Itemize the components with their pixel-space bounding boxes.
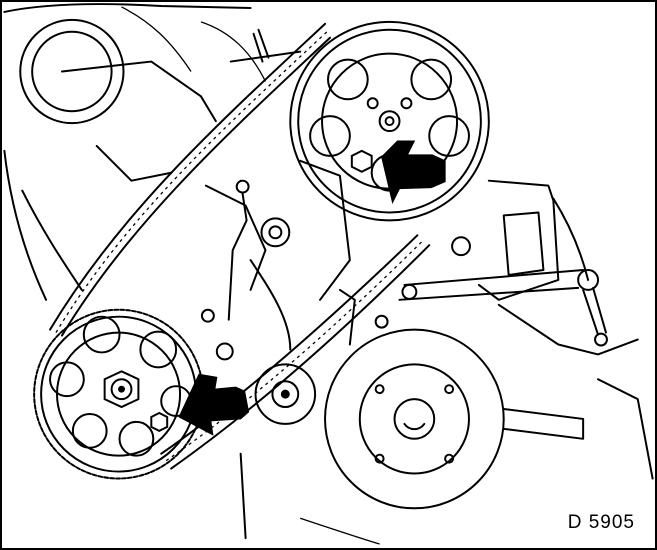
timing-belt: [49, 22, 431, 470]
figure-reference-code: D 5905: [565, 512, 637, 534]
crankshaft-pulley: [324, 288, 585, 510]
pump-sprocket: [33, 308, 204, 480]
arrow-left-down-icon: [178, 373, 250, 436]
engine-block-outline: [3, 3, 654, 545]
belt-tensioner: [200, 159, 471, 425]
arrow-left-down-icon: [381, 140, 446, 204]
